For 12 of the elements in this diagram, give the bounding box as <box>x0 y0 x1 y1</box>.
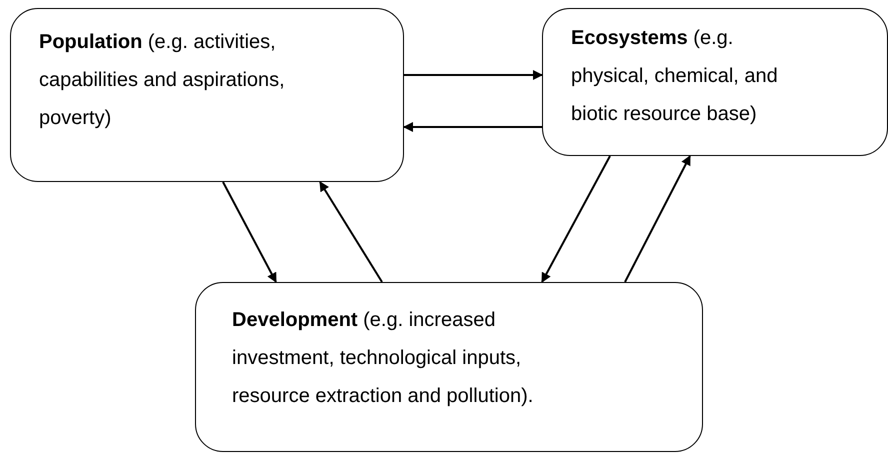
node-text: Ecosystems (e.g. physical, chemical, and biotic resource base) <box>571 26 779 127</box>
arrow <box>541 156 611 283</box>
process-box <box>10 8 404 182</box>
process-box <box>542 8 888 156</box>
node-text: Development (e.g. increased investment, technological inputs, resource extraction and pollution). <box>232 308 534 409</box>
arrow <box>403 122 542 132</box>
arrow <box>319 181 383 283</box>
process-box <box>195 282 703 452</box>
arrow <box>404 70 543 80</box>
arrow <box>624 155 691 282</box>
arrow <box>222 182 277 283</box>
node-text: Population (e.g. activities, capabilities and aspirations, poverty) <box>39 30 286 131</box>
